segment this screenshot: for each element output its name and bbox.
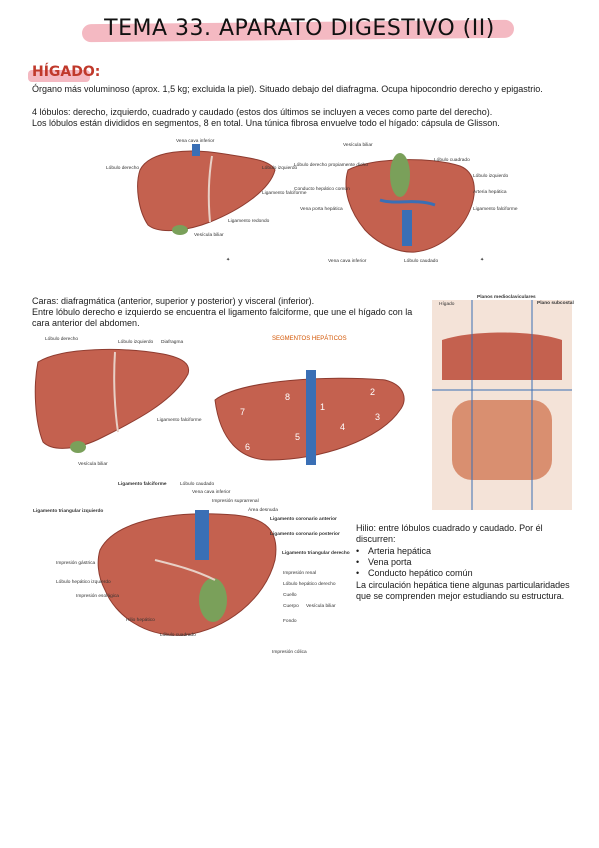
fig1-label: Vena cava inferior <box>176 139 215 144</box>
section-highlight <box>28 70 90 82</box>
hilio-intro: Hilio: entre lóbulos cuadrado y caudado.… <box>356 523 543 544</box>
fig6-label: Cuello <box>283 593 297 598</box>
fig2-compass: ✦ <box>480 258 485 263</box>
segment-number: 7 <box>240 407 245 417</box>
caras-paragraph-1: Caras: diafragmática (anterior, superior… <box>32 296 315 306</box>
fig6-label: Cuerpo <box>283 604 299 609</box>
fig4-label: Vesícula biliar <box>78 462 108 467</box>
fig6-label: Lóbulo cuadrado <box>160 633 196 638</box>
intro-paragraph-1: Órgano más voluminoso (aprox. 1,5 kg; ex… <box>32 84 543 94</box>
segment-number: 3 <box>375 412 380 422</box>
fig2-label: Lóbulo izquierdo <box>473 174 509 179</box>
liver-visceral-illustration <box>345 153 475 253</box>
liver-visceral-detailed-illustration <box>97 510 277 636</box>
fig2-label: Vesícula biliar <box>343 143 373 148</box>
fig6-label: Ligamento triangular derecho <box>282 551 350 556</box>
fig6-label: Ligamento falciforme <box>118 482 167 487</box>
segments-title: SEGMENTOS HEPÁTICOS <box>272 336 347 342</box>
fig6-label: Impresión esofágica <box>76 594 119 599</box>
liver-anterior-illustration <box>137 144 276 235</box>
fig6-label: Ligamento coronario anterior <box>270 517 337 522</box>
fig2-label: Ligamento falciforme <box>473 207 518 212</box>
fig6-label: Lóbulo hepático izquierdo <box>56 580 111 585</box>
fig6-label: Hilio hepático <box>126 618 155 623</box>
fig1-label: Ligamento falciforme <box>262 191 307 196</box>
page-title: TEMA 33. APARATO DIGESTIVO (II) <box>104 16 495 41</box>
torso-illustration <box>432 300 572 510</box>
fig3-label: Plano subcostal <box>537 301 574 306</box>
fig2-label: Lóbulo cuadrado <box>434 158 470 163</box>
fig6-label: Lóbulo hepático derecho <box>283 582 336 587</box>
fig6-label: Vesícula biliar <box>306 604 336 609</box>
intro-paragraph-2: 4 lóbulos: derecho, izquierdo, cuadrado … <box>32 107 493 117</box>
fig6-label: Fondo <box>283 619 297 624</box>
segment-number: 8 <box>285 392 290 402</box>
segment-number: 5 <box>295 432 300 442</box>
segment-number: 4 <box>340 422 345 432</box>
segment-number: 2 <box>370 387 375 397</box>
fig1-label: Ligamento redondo <box>228 219 270 224</box>
fig6-label: Ligamento coronario posterior <box>270 532 340 537</box>
fig1-label: Vesícula biliar <box>194 233 224 238</box>
fig2-label: Vena cava inferior <box>328 259 367 264</box>
fig3-label: Planos medioclaviculares <box>477 295 536 300</box>
hilio-item: Conducto hepático común <box>356 568 473 579</box>
hilio-item: Vena porta <box>356 557 473 568</box>
fig2-label: Lóbulo caudado <box>404 259 439 264</box>
hilio-outro: La circulación hepática tiene algunas pa… <box>356 580 570 601</box>
section-title: HÍGADO: <box>32 64 101 80</box>
fig6-label: Vena cava inferior <box>192 490 231 495</box>
fig6-label: Ligamento triangular izquierdo <box>33 509 104 514</box>
fig4-label: Lóbulo izquierdo <box>118 340 154 345</box>
fig6-label: Área desnuda <box>248 508 278 513</box>
fig1-compass: ✦ <box>226 258 231 263</box>
fig2-label: Vena porta hepática <box>300 207 343 212</box>
fig4-label: Diafragma <box>161 340 184 345</box>
liver-segments-illustration: 7 8 6 5 1 4 2 3 <box>214 370 405 465</box>
fig6-label: Impresión gástrica <box>56 561 96 566</box>
fig3-label: Hígado <box>439 302 455 307</box>
fig4-label: Ligamento falciforme <box>157 418 202 423</box>
fig6-label: Impresión cólica <box>272 650 307 655</box>
segment-number: 1 <box>320 402 325 412</box>
intro-paragraph-3: Los lóbulos están divididos en segmentos… <box>32 118 500 128</box>
caras-paragraph-2: Entre lóbulo derecho e izquierdo se encu… <box>32 307 413 328</box>
hilio-list: Arteria hepática Vena porta Conducto hep… <box>356 546 473 579</box>
fig2-label: Lóbulo derecho propiamente dicho <box>294 163 368 168</box>
fig6-label: Impresión suprarrenal <box>212 499 259 504</box>
liver-anterior-illustration-2 <box>34 348 190 453</box>
fig1-label: Lóbulo izquierdo <box>262 166 298 171</box>
fig4-label: Lóbulo derecho <box>45 337 79 342</box>
fig6-label: Impresión renal <box>283 571 317 576</box>
fig2-label: Conducto hepático común <box>294 187 350 192</box>
fig6-label: Lóbulo caudado <box>180 482 215 487</box>
fig2-label: Arteria hepática <box>473 190 507 195</box>
fig1-label: Lóbulo derecho <box>106 166 140 171</box>
hilio-item: Arteria hepática <box>356 546 473 557</box>
segment-number: 6 <box>245 442 250 452</box>
